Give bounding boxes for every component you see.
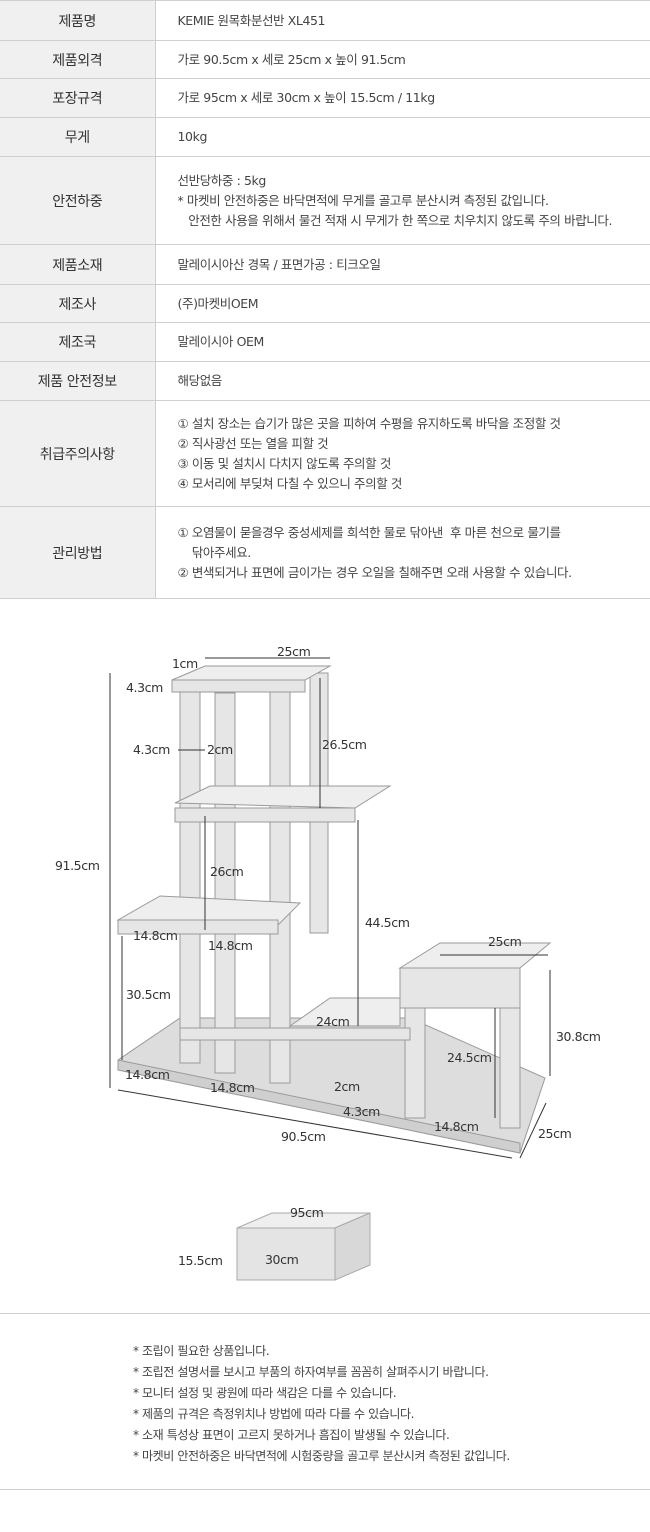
spec-label: 안전하중 [0, 156, 156, 245]
spec-value-line: ① 오염물이 묻을경우 중성세제를 희석한 물로 닦아낸 후 마른 천으로 물기… [177, 524, 562, 540]
note-line: * 마켓비 안전하중은 바닥면적에 시험중량을 골고루 분산시켜 측정된 값입니… [133, 1449, 510, 1463]
dimension-label: 14.8cm [434, 1119, 479, 1134]
spec-label: 제품소재 [0, 244, 156, 285]
dimension-label: 14.8cm [133, 928, 178, 943]
dimension-label: 4.3cm [343, 1104, 380, 1119]
spec-value: 말레이시아 OEM [155, 322, 650, 362]
spec-row: 관리방법 ① 오염물이 묻을경우 중성세제를 희석한 물로 닦아낸 후 마른 천으… [0, 506, 650, 599]
spec-table: 제품명 KEMIE 원목화분선반 XL451 제품외격 가로 90.5cm x 세로 … [0, 0, 650, 599]
dimension-label: 26.5cm [322, 737, 367, 752]
spec-label: 제조사 [0, 284, 156, 323]
spec-value: KEMIE 원목화분선반 XL451 [155, 0, 650, 41]
spec-value: 선반당하중 : 5kg * 마켓비 안전하중은 바닥면적에 무게를 골고루 분산시… [155, 156, 650, 245]
dimension-label: 2cm [207, 742, 233, 757]
spec-value-line: 안전한 사용을 위해서 물건 적재 시 무게가 한 쪽으로 치우치지 않도록 주… [177, 212, 613, 228]
spec-row: 제품소재 말레이시아산 경목 / 표면가공 : 티크오일 [0, 244, 650, 285]
spec-value: 가로 90.5cm x 세로 25cm x 높이 91.5cm [155, 40, 650, 79]
dimension-label: 4.3cm [126, 680, 163, 695]
spec-value-line: 말레이시아산 경목 / 표면가공 : 티크오일 [177, 256, 381, 272]
dimension-label: 30.5cm [126, 987, 171, 1002]
dimension-label: 1cm [172, 656, 198, 671]
dimension-label: 14.8cm [125, 1067, 170, 1082]
spec-value: 가로 95cm x 세로 30cm x 높이 15.5cm / 11kg [155, 78, 650, 118]
dimension-label: 30.8cm [556, 1029, 601, 1044]
dimension-label: 14.8cm [208, 938, 253, 953]
notes-section: * 조립이 필요한 상품입니다. * 조립전 설명서를 보시고 부품의 하자여부를… [0, 1313, 650, 1490]
spec-value-line: 말레이시아 OEM [177, 334, 265, 349]
spec-value-line: KEMIE 원목화분선반 XL451 [177, 12, 326, 28]
note-line: * 조립전 설명서를 보시고 부품의 하자여부를 꼼꼼히 살펴주시기 바랍니다. [133, 1365, 489, 1379]
spec-row: 제조사 (주)마켓비OEM [0, 284, 650, 323]
dimension-label: 26cm [210, 864, 244, 879]
spec-label: 제품 안전정보 [0, 361, 156, 401]
dimension-label: 24.5cm [447, 1050, 492, 1065]
spec-label: 취급주의사항 [0, 400, 156, 507]
dimension-label: 90.5cm [281, 1129, 326, 1144]
dimension-label: 24cm [316, 1014, 350, 1029]
dimension-label: 25cm [277, 644, 311, 659]
package-dimension-label: 30cm [265, 1252, 299, 1267]
spec-row: 안전하중 선반당하중 : 5kg * 마켓비 안전하중은 바닥면적에 무게를 골고루… [0, 156, 650, 245]
spec-value-line: 10kg [177, 129, 208, 144]
spec-value-line: 가로 90.5cm x 세로 25cm x 높이 91.5cm [177, 51, 406, 67]
spec-value-line: ④ 모서리에 부딪쳐 다칠 수 있으니 주의할 것 [177, 475, 403, 491]
dimension-label: 2cm [334, 1079, 360, 1094]
spec-label: 포장규격 [0, 78, 156, 118]
dimension-label: 4.3cm [133, 742, 170, 757]
note-line: * 모니터 설정 및 광원에 따라 색감은 다를 수 있습니다. [133, 1386, 397, 1400]
spec-value: ① 오염물이 묻을경우 중성세제를 희석한 물로 닦아낸 후 마른 천으로 물기… [155, 506, 650, 599]
spec-row: 제조국 말레이시아 OEM [0, 322, 650, 362]
spec-row: 무게 10kg [0, 117, 650, 157]
spec-label: 관리방법 [0, 506, 156, 599]
dimension-label: 14.8cm [210, 1080, 255, 1095]
note-line: * 조립이 필요한 상품입니다. [133, 1344, 270, 1358]
note-line: * 소재 특성상 표면이 고르지 못하거나 흠집이 발생될 수 있습니다. [133, 1428, 450, 1442]
spec-label: 제품명 [0, 0, 156, 41]
package-dimension-label: 15.5cm [178, 1253, 223, 1268]
spec-value: (주)마켓비OEM [155, 284, 650, 323]
spec-row: 취급주의사항 ① 설치 장소는 습기가 많은 곳을 피하여 수평을 유지하도록 바… [0, 400, 650, 507]
spec-row: 제품외격 가로 90.5cm x 세로 25cm x 높이 91.5cm [0, 40, 650, 79]
spec-label: 무게 [0, 117, 156, 157]
spec-value-line: (주)마켓비OEM [177, 295, 259, 311]
spec-value-line: 닦아주세요. [177, 544, 251, 560]
spec-value-line: 가로 95cm x 세로 30cm x 높이 15.5cm / 11kg [177, 90, 436, 105]
spec-value-line: * 마켓비 안전하중은 바닥면적에 무게를 골고루 분산시켜 측정된 값입니다. [177, 192, 549, 208]
package-dimension-label: 95cm [290, 1205, 324, 1220]
note-line: * 제품의 규격은 측정위치나 방법에 따라 다를 수 있습니다. [133, 1407, 415, 1421]
dimension-label: 44.5cm [365, 915, 410, 930]
spec-value: ① 설치 장소는 습기가 많은 곳을 피하여 수평을 유지하도록 바닥을 조정할… [155, 400, 650, 507]
spec-value-line: ② 변색되거나 표면에 금이가는 경우 오일을 칠해주면 오래 사용할 수 있습… [177, 564, 573, 580]
dimension-label: 25cm [488, 934, 522, 949]
spec-value: 해당없음 [155, 361, 650, 401]
spec-row: 포장규격 가로 95cm x 세로 30cm x 높이 15.5cm / 11kg [0, 78, 650, 118]
dimension-diagram: 25cm 1cm 4.3cm 4.3cm 2cm 26.5cm 91.5cm 26cm 44.5… [0, 598, 650, 1313]
spec-value-line: 선반당하중 : 5kg [177, 172, 267, 188]
spec-value-line: ② 직사광선 또는 열을 피할 것 [177, 435, 329, 451]
spec-label: 제조국 [0, 322, 156, 362]
spec-value-line: ③ 이동 및 설치시 다치지 않도록 주의할 것 [177, 455, 392, 471]
spec-row: 제품 안전정보 해당없음 [0, 361, 650, 401]
spec-row: 제품명 KEMIE 원목화분선반 XL451 [0, 0, 650, 41]
spec-value: 10kg [155, 117, 650, 157]
spec-value-line: ① 설치 장소는 습기가 많은 곳을 피하여 수평을 유지하도록 바닥을 조정할… [177, 415, 562, 431]
spec-value: 말레이시아산 경목 / 표면가공 : 티크오일 [155, 244, 650, 285]
spec-value-line: 해당없음 [177, 373, 223, 388]
spec-label: 제품외격 [0, 40, 156, 79]
shelf-illustration [109, 657, 552, 1281]
dimension-label: 91.5cm [55, 858, 100, 873]
dimension-label: 25cm [538, 1126, 572, 1141]
